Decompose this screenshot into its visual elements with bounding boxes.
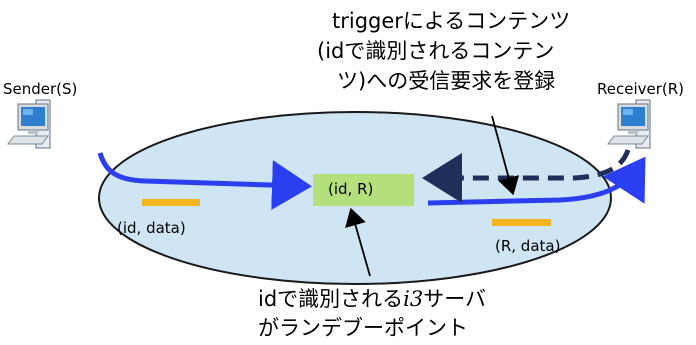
packet-left-label: (id, data) [117, 219, 186, 237]
server-note-pointer [345, 207, 371, 277]
send-data-arrow [97, 152, 312, 211]
receiver-label: Receiver(R) [597, 80, 685, 98]
server-note-line2: がランデブーポイント [258, 316, 468, 340]
server-note-i3: i3 [403, 287, 424, 311]
trigger-registration-arrow [422, 149, 631, 203]
trigger-note-line3: ツ)への受信要求を登録 [337, 69, 556, 93]
receiver-computer-icon [607, 99, 651, 149]
sender-label: Sender(S) [3, 80, 78, 98]
server-note-suffix: サーバ [423, 287, 487, 311]
packet-right-label: (R, data) [495, 237, 561, 255]
sender-computer-icon [7, 99, 51, 149]
forward-data-arrow [427, 156, 646, 206]
rendezvous-box [313, 174, 414, 206]
server-note-line1: idで識別されるi3サーバ [258, 284, 486, 314]
rendezvous-box-label: (id, R) [328, 180, 374, 198]
trigger-note-pointer [491, 115, 520, 196]
packet-right-bar [492, 219, 551, 226]
server-note-prefix: idで識別される [258, 287, 404, 311]
packet-left-bar [142, 199, 200, 206]
trigger-note-line2: (idで識別されるコンテン [317, 39, 555, 63]
trigger-note-line1: triggerによるコンテンツ [332, 9, 571, 33]
